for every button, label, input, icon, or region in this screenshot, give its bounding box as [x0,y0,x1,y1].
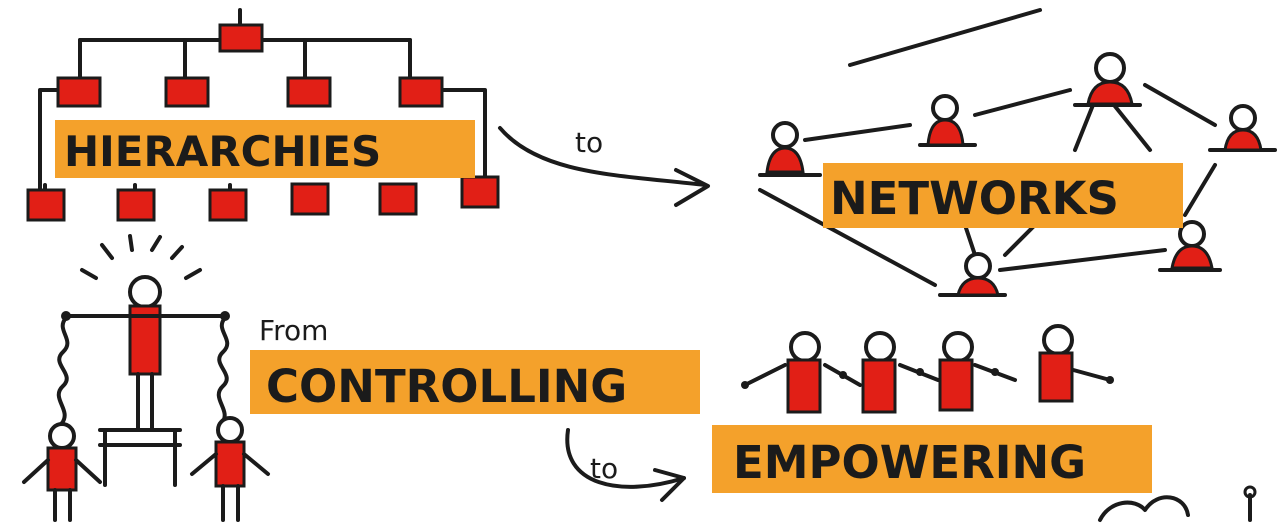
hierarchy-node [208,188,248,222]
empowered-person-head [942,331,974,363]
hierarchy-node [290,182,330,216]
network-diagram [758,8,1277,297]
empowered-person-head [1042,324,1074,356]
network-person-head [1229,104,1257,132]
network-person-body [926,118,965,147]
to-label-top: to [575,126,603,159]
hand-dot [839,371,847,379]
empowering-highlight [712,425,1152,493]
network-person-body [1223,128,1263,152]
hand-dot [1106,376,1114,384]
hierarchy-diagram [26,8,500,222]
hierarchy-node [164,76,210,108]
empowered-person-head [789,331,821,363]
empowered-person-body [938,358,974,412]
to-arrowhead-top [674,168,710,207]
to-arrowhead-bottom [653,468,686,502]
network-person-body [765,146,805,174]
network-person-head [771,121,799,149]
network-person-body [1086,80,1134,106]
controlled-person-body [46,446,78,492]
hierarchy-node [378,182,418,216]
hierarchy-top-node [218,23,264,53]
networks-highlight [823,163,1183,228]
controller-head [128,275,162,309]
to-arrow-bottom [565,428,686,489]
controller-illustration [22,234,270,522]
to-label-bottom: to [590,452,618,485]
networks-label: NETWORKS [830,172,1119,225]
hierarchy-node [26,188,66,222]
network-person-head [1178,220,1206,248]
hand-dot [916,368,924,376]
hand-dot [991,368,999,376]
network-person-head [1094,52,1126,84]
network-person-body [1170,244,1214,270]
network-person-body [956,276,1000,297]
to-arrow-top [498,126,707,187]
hierarchies-label: HIERARCHIES [64,127,381,176]
hand-dot [741,381,749,389]
empowering-label: EMPOWERING [733,436,1086,489]
empowered-people-illustration [741,324,1114,414]
network-person-head [931,94,959,122]
empowered-person-head [864,331,896,363]
hierarchy-node [116,188,156,222]
from-label: From [259,314,328,347]
empowered-person-body [1038,351,1074,403]
hierarchy-node [460,175,500,209]
controlled-person-head [216,416,244,444]
cloud-doodle [1098,495,1190,522]
hierarchy-node [56,76,102,108]
pin-doodle-head [1243,485,1257,499]
hierarchies-highlight [55,120,475,178]
empowered-person-body [786,358,822,414]
network-person-head [964,252,992,280]
controlling-label: CONTROLLING [266,360,627,413]
hierarchy-node [398,76,444,108]
controlled-person-head [48,422,76,450]
empowered-person-body [861,358,897,414]
hierarchy-node [286,76,332,108]
controlled-person-body [214,440,246,488]
controlling-highlight [250,350,700,414]
